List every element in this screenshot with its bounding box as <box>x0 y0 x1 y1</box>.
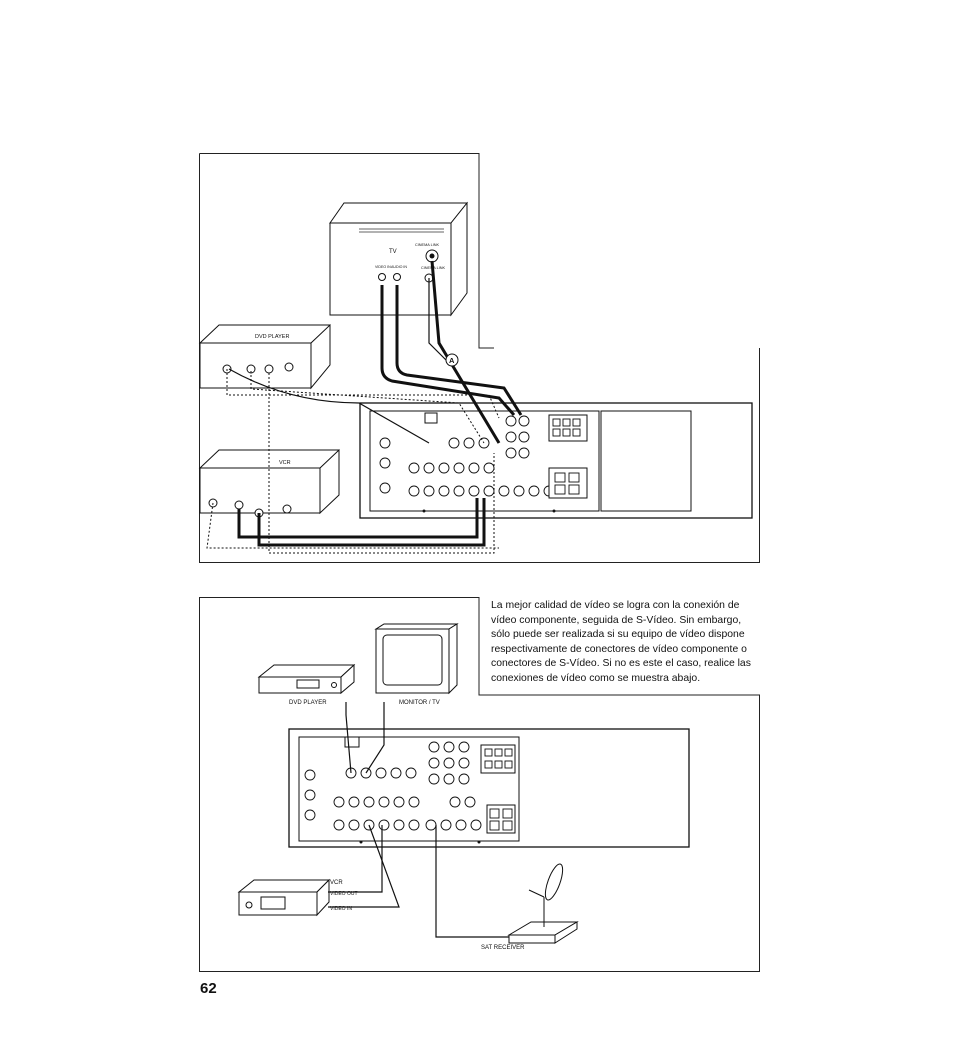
top-dvd-label: DVD PLAYER <box>255 334 289 340</box>
dvd-player-illustration <box>198 323 331 390</box>
page-number: 62 <box>200 980 217 997</box>
bottom-vcr-label: VCR <box>330 880 343 886</box>
bottom-connection-diagram: DVD PLAYER MONITOR / TV <box>199 597 760 972</box>
sat-receiver-illustration <box>507 863 579 944</box>
callout-a-badge <box>445 353 459 367</box>
vcr-illustration <box>198 448 340 518</box>
description-text: La mejor calidad de vídeo se logra con l… <box>491 599 763 687</box>
vcr-video-out-label: VIDEO OUT <box>330 891 358 897</box>
tv-video-in-label: VIDEO IN <box>375 265 391 269</box>
tv-cinema-link-label: CINEMA LINK <box>415 243 440 247</box>
bottom-dvd-illustration <box>257 663 356 695</box>
bottom-vcr-illustration <box>237 878 331 917</box>
monitor-label: MONITOR / TV <box>399 700 440 706</box>
top-connection-diagram: TV CINEMA LINK CINEMA LINK VIDEO IN AUDI… <box>198 153 760 563</box>
tv-label: TV <box>389 249 397 255</box>
sat-receiver-label: SAT RECEIVER <box>481 945 525 951</box>
top-vcr-label: VCR <box>279 460 291 466</box>
top-diagram-svg: TV CINEMA LINK CINEMA LINK VIDEO IN AUDI… <box>198 153 760 563</box>
bottom-diagram-svg: DVD PLAYER MONITOR / TV <box>199 597 760 972</box>
bottom-dvd-label: DVD PLAYER <box>289 700 327 706</box>
receiver-rear-panel <box>359 402 753 519</box>
bottom-receiver-rear-panel <box>288 728 690 848</box>
tv-audio-in-label: AUDIO IN <box>391 265 407 269</box>
monitor-illustration <box>374 623 459 695</box>
description-paragraph: La mejor calidad de vídeo se logra con l… <box>491 600 751 684</box>
vcr-video-in-label: VIDEO IN <box>330 906 352 912</box>
tv-illustration <box>329 201 469 317</box>
callout-a-text: A <box>449 356 455 365</box>
